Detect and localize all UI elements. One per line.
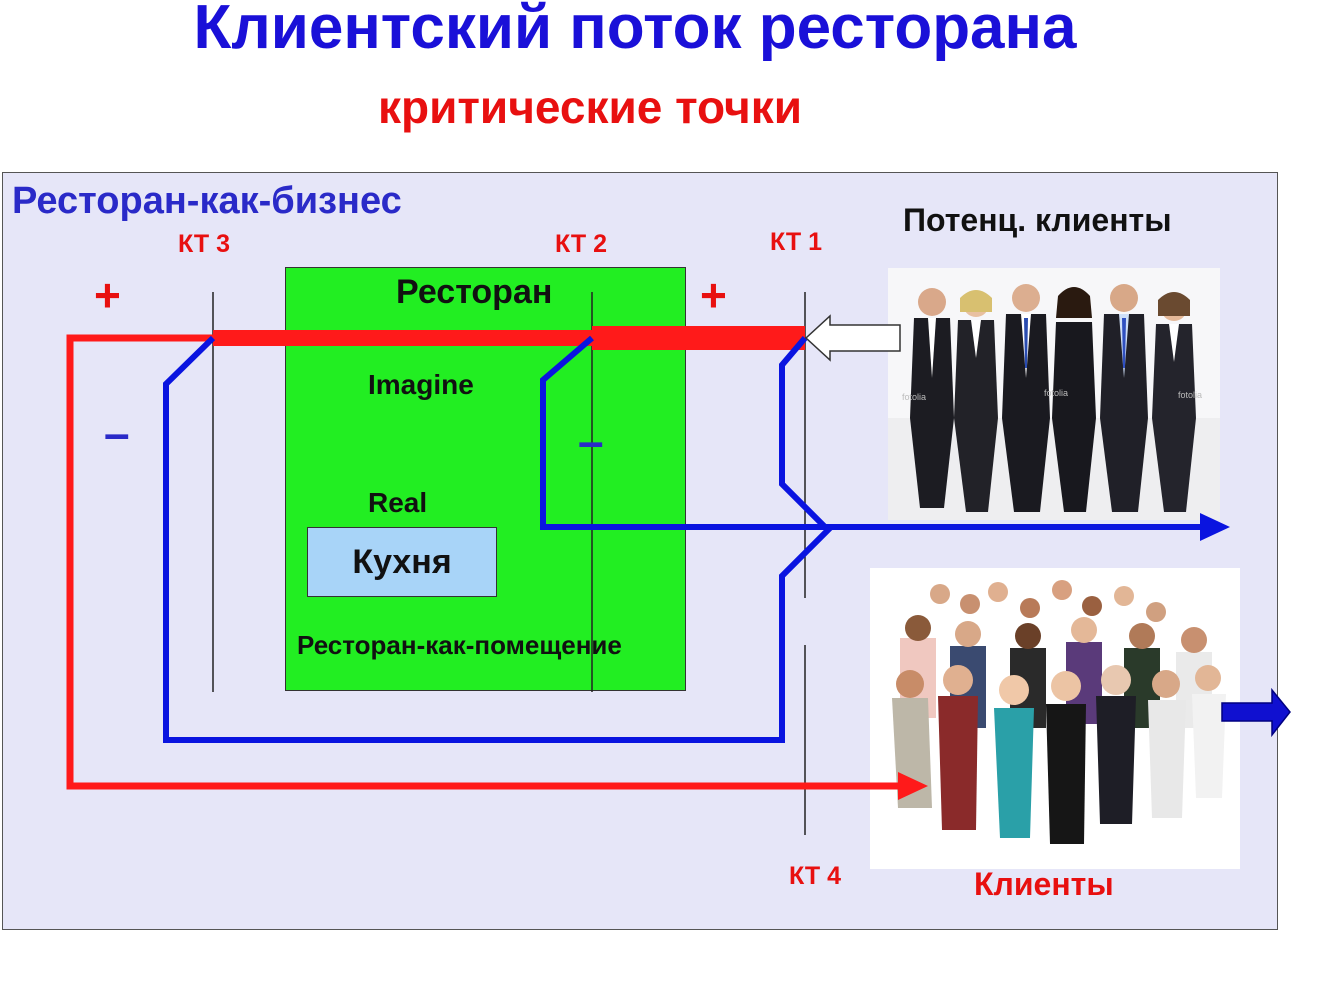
blue-flow-outer: [163, 335, 833, 743]
minus-sign-left: –: [104, 407, 130, 459]
diagram-subtitle: критические точки: [378, 81, 803, 133]
business-person-4: [1052, 287, 1096, 512]
restaurant-label: Ресторан: [396, 273, 553, 311]
kt1-label: КТ 1: [770, 228, 823, 256]
red-flow-thick-1: [213, 330, 592, 346]
red-flow-arrowhead: [898, 772, 928, 800]
crowd-front-row: [892, 665, 1226, 844]
kt3-label: КТ 3: [178, 230, 231, 258]
business-person-6: [1152, 292, 1196, 512]
red-flow-thick-2: [592, 326, 805, 350]
crowd-back-row: [930, 580, 1166, 622]
clients-photo: [870, 568, 1240, 869]
business-person-2: [954, 290, 998, 512]
photo-watermark-1: fotolia: [902, 392, 926, 402]
photo-watermark-3: fotolia: [1178, 390, 1202, 400]
kt2-label: КТ 2: [555, 230, 608, 258]
plus-sign-left: +: [94, 269, 121, 321]
business-label: Ресторан-как-бизнес: [12, 180, 402, 222]
clients-label: Клиенты: [974, 866, 1114, 902]
kt4-label: КТ 4: [789, 862, 842, 890]
plus-sign-right: +: [700, 269, 727, 321]
intake-arrow: [804, 314, 901, 362]
diagram-title: Клиентский поток ресторана: [193, 0, 1077, 62]
photo-watermark-2: fotolia: [1044, 388, 1068, 398]
imagine-label: Imagine: [368, 369, 474, 400]
real-label: Real: [368, 487, 428, 518]
potential-clients-label: Потенц. клиенты: [903, 202, 1172, 238]
business-person-3: [1002, 284, 1050, 512]
minus-sign-middle: –: [578, 415, 604, 467]
premises-label: Ресторан-как-помещение: [297, 630, 622, 660]
exit-arrow: [1221, 687, 1291, 738]
potential-clients-photo: fotolia fotolia fotolia: [888, 268, 1220, 520]
business-person-1: [910, 288, 954, 508]
blue-flow-arrowhead: [1200, 513, 1230, 541]
kitchen-box: Кухня: [307, 527, 497, 597]
business-person-5: [1100, 284, 1148, 512]
blue-flow-inner: [540, 335, 1205, 530]
